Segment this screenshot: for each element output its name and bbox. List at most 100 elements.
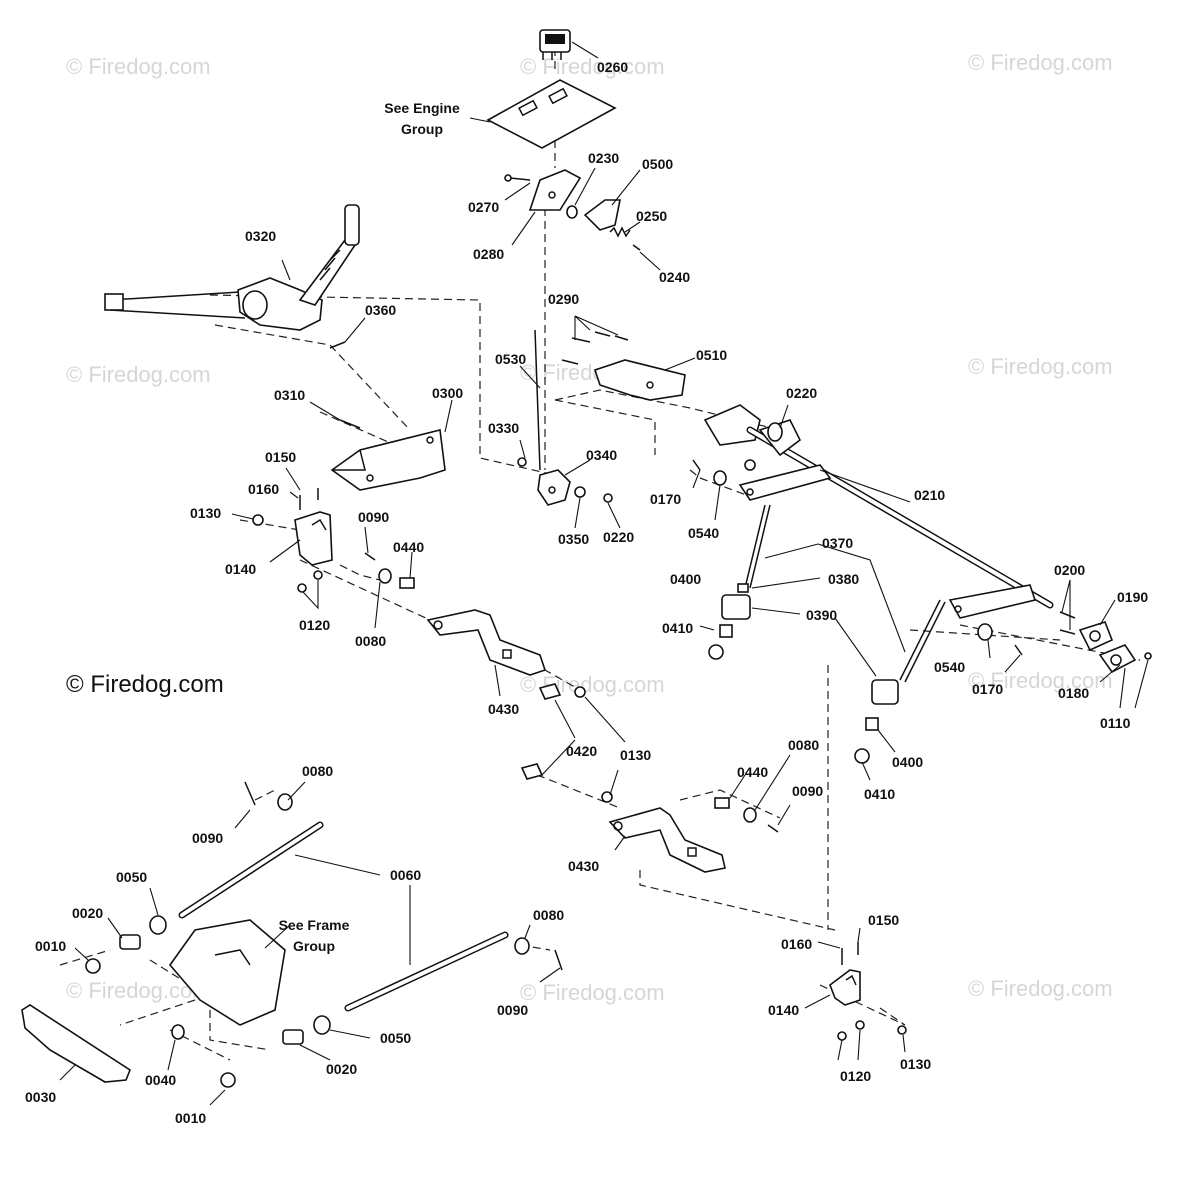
rod-0530 <box>534 329 541 471</box>
part-label: 0160 <box>781 936 812 952</box>
part-label: 0410 <box>864 786 895 802</box>
nut-0040 <box>171 1024 185 1040</box>
clip-0240 <box>632 244 641 251</box>
part-label: 0130 <box>900 1056 931 1072</box>
bracket-0500 <box>583 199 621 231</box>
mounting-plate <box>486 79 617 149</box>
part-label: 0120 <box>840 1068 871 1084</box>
watermark: © Firedog.com <box>520 980 665 1005</box>
pin-0440a <box>399 577 415 589</box>
spacer-0380 <box>737 583 749 593</box>
clip-0090c <box>244 781 256 806</box>
part-label: 0400 <box>892 754 923 770</box>
washer-0080c <box>277 793 293 811</box>
part-label: 0080 <box>533 907 564 923</box>
part-label: 0090 <box>358 509 389 525</box>
bracket-0280 <box>528 169 582 211</box>
part-label: 0370 <box>822 535 853 551</box>
washer-0330 <box>517 457 527 467</box>
nut-0410a <box>708 644 724 660</box>
bushing-0220 <box>767 422 783 442</box>
washer-0540 <box>713 470 727 486</box>
part-label: 0090 <box>792 783 823 799</box>
part-label: 0030 <box>25 1089 56 1105</box>
part-label: 0430 <box>488 701 519 717</box>
bracket-0510 <box>593 359 686 401</box>
leader-lines <box>59 41 1149 1106</box>
nut-0010b <box>220 1072 236 1088</box>
spacer-0400b <box>865 717 879 731</box>
part-label: 0540 <box>688 525 719 541</box>
link-0370 <box>744 504 946 683</box>
watermark: © Firedog.com <box>520 54 665 79</box>
part-label: 0230 <box>588 150 619 166</box>
note-frame-line1: See Frame <box>279 917 350 933</box>
clip-0090d <box>554 949 563 971</box>
bracket-0430b <box>608 807 726 873</box>
block-0390a <box>721 594 751 620</box>
shaft-0210 <box>703 404 1054 619</box>
part-label: 0430 <box>568 858 599 874</box>
part-label: 0420 <box>566 743 597 759</box>
part-label: 0050 <box>380 1030 411 1046</box>
part-label: 0010 <box>175 1110 206 1126</box>
part-label: 0090 <box>497 1002 528 1018</box>
clip-0090a <box>364 552 376 561</box>
part-label: 0150 <box>868 912 899 928</box>
bearing-0180 <box>1098 644 1137 674</box>
part-label: 0260 <box>597 59 628 75</box>
washer-0230 <box>566 205 578 219</box>
part-label: 0130 <box>620 747 651 763</box>
nut-0050b <box>313 1015 331 1035</box>
screws-0290 <box>561 331 629 365</box>
nut-0110 <box>1144 652 1152 660</box>
bracket-0430a <box>426 609 547 676</box>
part-label: 0220 <box>603 529 634 545</box>
part-label: 0350 <box>558 531 589 547</box>
clip-0170 <box>692 459 701 471</box>
part-label: 0500 <box>642 156 673 172</box>
nut-0220 <box>603 493 613 503</box>
pin-0310 <box>339 419 361 429</box>
part-label: 0340 <box>586 447 617 463</box>
part-label: 0170 <box>972 681 1003 697</box>
washer-0080b <box>743 807 757 823</box>
part-label: 0020 <box>72 905 103 921</box>
part-label: 0440 <box>393 539 424 555</box>
watermark: © Firedog.com <box>66 362 211 387</box>
part-label: 0210 <box>914 487 945 503</box>
nuts-0120a <box>297 570 323 593</box>
assembly-lines <box>59 48 1141 1061</box>
part-label: 0140 <box>225 561 256 577</box>
nut-0130c <box>897 1025 907 1035</box>
nut-0050a <box>149 915 167 935</box>
part-label: 0360 <box>365 302 396 318</box>
switch-0260 <box>539 29 571 60</box>
part-label: 0110 <box>1100 715 1131 731</box>
part-label: 0320 <box>245 228 276 244</box>
nut-0170 <box>744 459 756 471</box>
nut-0010a <box>85 958 101 974</box>
nut-0350 <box>574 486 586 498</box>
bracket-0140a <box>294 511 333 566</box>
part-label: 0080 <box>788 737 819 753</box>
block-0390b <box>871 679 899 705</box>
bracket-0340 <box>537 469 571 506</box>
screw-0270 <box>504 174 531 182</box>
nuts-0120b <box>837 1020 865 1041</box>
part-label: 0290 <box>548 291 579 307</box>
pin-0020a <box>119 934 141 950</box>
bracket-0140b <box>829 969 861 1006</box>
part-label: 0440 <box>737 764 768 780</box>
washer-0540b <box>977 623 993 641</box>
plate-0030 <box>21 1004 131 1083</box>
part-label: 0240 <box>659 269 690 285</box>
rod-0060-upper <box>178 821 324 919</box>
bearing-0190 <box>1078 621 1114 652</box>
part-label: 0170 <box>650 491 681 507</box>
part-label: 0280 <box>473 246 504 262</box>
part-label: 0140 <box>768 1002 799 1018</box>
part-label: 0120 <box>299 617 330 633</box>
spacer-0400a <box>719 624 733 638</box>
actuator-0320 <box>104 204 360 331</box>
